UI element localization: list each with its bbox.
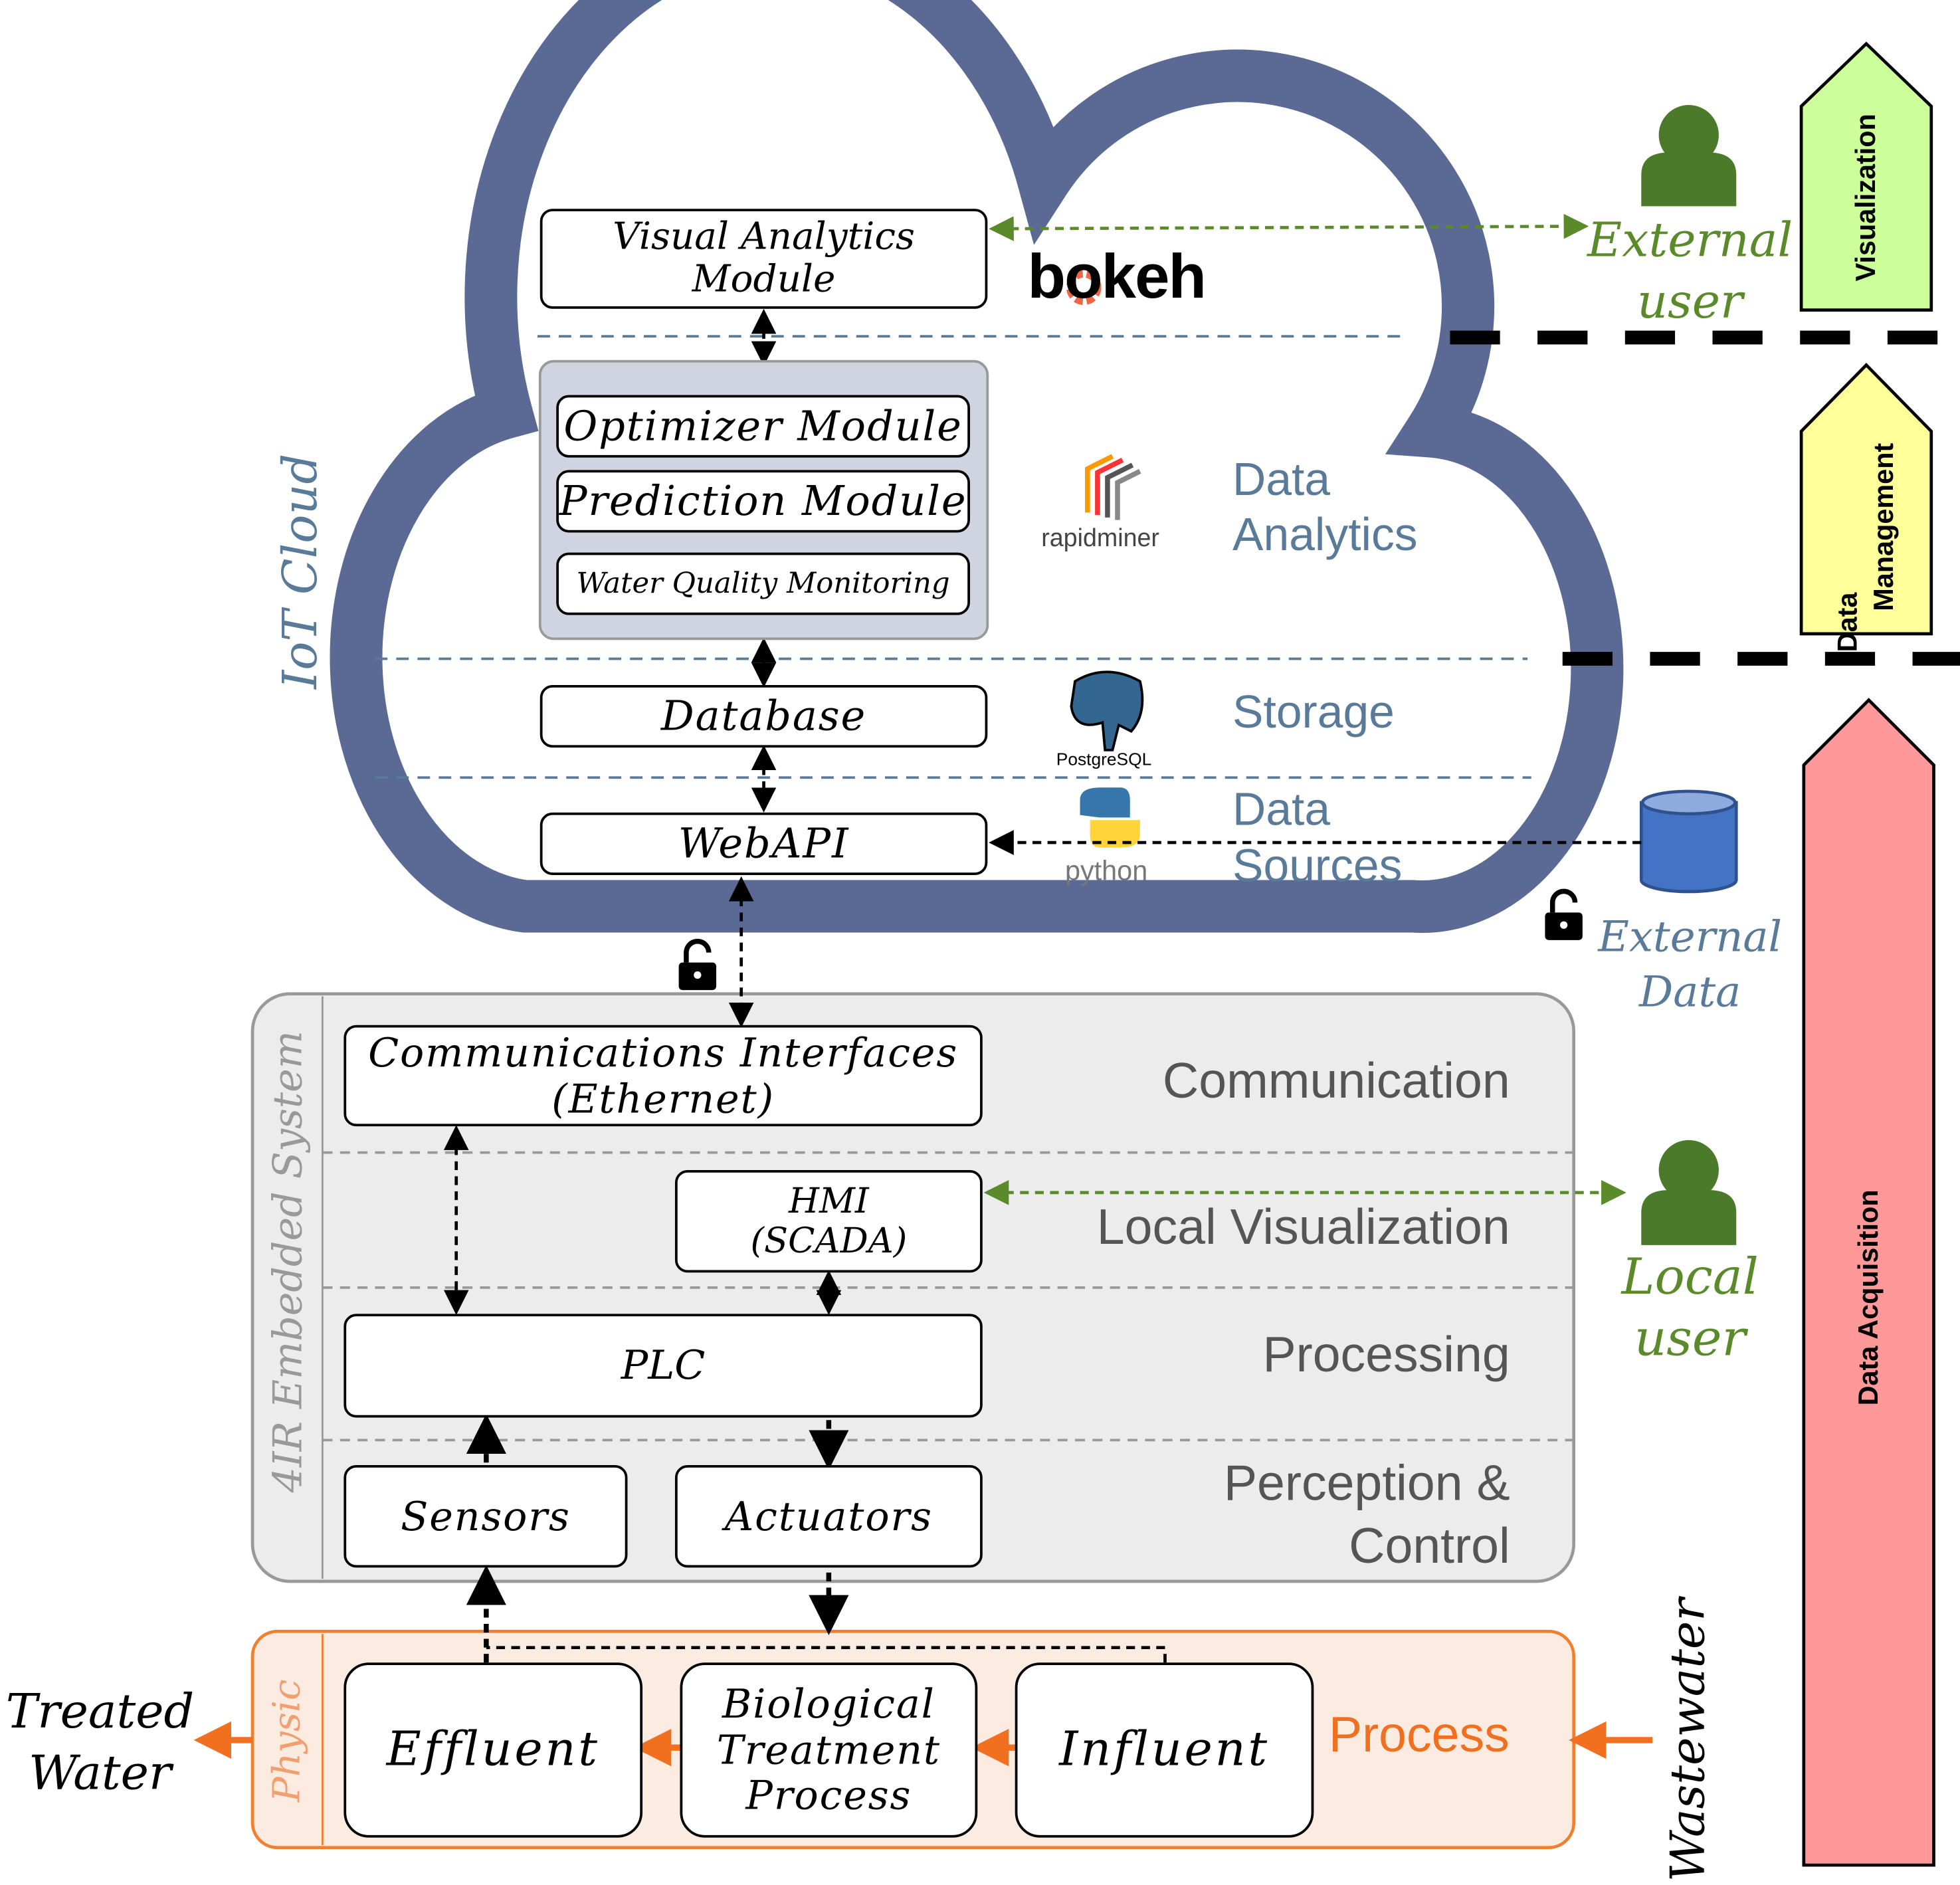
effluent-box: Effluent: [343, 1662, 643, 1838]
embedded-system-panel: [250, 992, 1576, 1583]
external-user-label: External user: [1577, 210, 1803, 334]
label-line: Treatment: [716, 1726, 941, 1773]
label-line: Data: [1832, 592, 1864, 652]
cloud-layer-dividers: [375, 335, 1531, 779]
label-line: Communications Interfaces: [368, 1028, 959, 1076]
rapidminer-logo-icon: [1085, 454, 1141, 520]
bokeh-logo-text: bokeh: [1027, 241, 1207, 312]
process-label: Process: [1328, 1707, 1510, 1763]
label-line: user: [1634, 1310, 1746, 1367]
wastewater-label: Wastewater: [1660, 1598, 1715, 1882]
water-quality-monitoring-module: Water Quality Monitoring: [556, 552, 970, 615]
unlock-icon-cloud: [678, 938, 717, 991]
visualization-level-label: Visualization: [1850, 114, 1882, 282]
visual-analytics-module: Visual Analytics Module: [539, 209, 988, 309]
actuators-box: Actuators: [674, 1465, 983, 1568]
postgresql-logo-icon: [1070, 670, 1144, 751]
bokeh-logo-icon: [1066, 270, 1102, 306]
data-acquisition-level-label: Data Acquisition: [1852, 1189, 1884, 1406]
layer-processing: Processing: [1262, 1328, 1510, 1383]
label-line: Water: [28, 1745, 172, 1801]
layer-perception-control: Perception & Control: [810, 1452, 1510, 1577]
layer-local-visualization: Local Visualization: [1096, 1200, 1510, 1255]
unlock-icon-external: [1545, 888, 1583, 940]
label-line: Management: [1867, 443, 1899, 611]
layer-label-line: Analytics: [1232, 509, 1418, 561]
webapi-box: WebAPI: [539, 812, 988, 875]
label-line: user: [1637, 274, 1743, 330]
layer-storage: Storage: [1232, 686, 1395, 738]
data-flow-arrows: [443, 308, 1642, 1663]
label-line: Perception &: [1223, 1456, 1510, 1512]
iot-cloud-title: IoT Cloud: [272, 453, 328, 689]
prediction-module: Prediction Module: [556, 470, 970, 533]
label-line: Control: [1349, 1518, 1510, 1574]
process-flow-arrows: [193, 1721, 1653, 1767]
label-line: (Ethernet): [551, 1074, 775, 1122]
python-logo-text: python: [1064, 854, 1148, 886]
rapidminer-logo-text: rapidminer: [1041, 525, 1159, 553]
visualization-arrow: [1799, 41, 1933, 312]
sensors-box: Sensors: [343, 1465, 628, 1568]
label-line: Biological: [722, 1680, 935, 1728]
layer-label-line: Sources: [1232, 840, 1403, 892]
python-logo-icon: [1080, 787, 1140, 848]
label-line: Local: [1621, 1248, 1759, 1307]
label-line: External: [1598, 912, 1782, 963]
hmi-scada-box: HMI(SCADA): [674, 1169, 983, 1273]
layer-label-line: Data: [1232, 453, 1331, 506]
label-line: (SCADA): [750, 1220, 908, 1262]
local-user-icon: [1641, 1140, 1737, 1245]
label-line: Process: [745, 1771, 912, 1820]
external-database-icon: [1639, 789, 1738, 894]
data-management-arrow: [1799, 363, 1933, 636]
label-line: Treated: [5, 1684, 195, 1739]
data-acquisition-arrow: [1802, 698, 1935, 1867]
communications-interfaces-box: Communications Interfaces(Ethernet): [343, 1025, 983, 1127]
postgresql-logo-text: PostgreSQL: [1056, 748, 1152, 769]
embedded-system-title: 4IR Embedded System: [263, 1031, 312, 1493]
influent-box: Influent: [1015, 1662, 1314, 1838]
external-user-icon: [1641, 105, 1737, 207]
optimizer-module: Optimizer Module: [556, 395, 970, 458]
user-access-arrows: [983, 213, 1626, 1205]
layer-label-line: Data: [1232, 783, 1331, 835]
layer-communication: Communication: [1162, 1054, 1510, 1109]
plc-box: PLC: [343, 1314, 983, 1418]
label-line: External: [1587, 212, 1793, 268]
level-dividers: [1450, 330, 1960, 666]
label-line: Data: [1639, 967, 1741, 1018]
physic-title: Physic: [265, 1679, 310, 1803]
database-box: Database: [539, 685, 988, 748]
label-line: HMI: [789, 1179, 869, 1221]
